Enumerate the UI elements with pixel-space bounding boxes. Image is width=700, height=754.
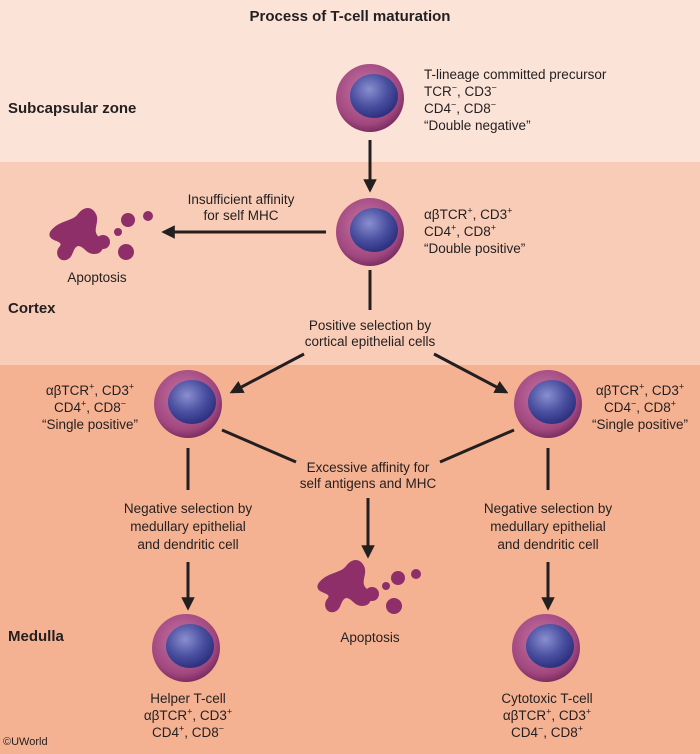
cytotoxic-t-cell	[512, 614, 580, 682]
medulla-zone-band	[0, 365, 700, 754]
double-positive-cell	[336, 198, 404, 266]
helper-t-cell-label: Helper T-cell αβTCR+, CD3+ CD4+, CD8−	[143, 691, 233, 740]
zone-label-subcapsular: Subcapsular zone	[8, 100, 137, 117]
double-positive-label: αβTCR+, CD3+ CD4+, CD8+ “Double positive…	[424, 205, 526, 256]
negative-selection-right-label: Negative selection by medullary epitheli…	[483, 501, 613, 552]
line-cd4-to-excessive	[221, 428, 297, 464]
zone-label-cortex: Cortex	[8, 300, 56, 317]
excessive-affinity-label: Excessive affinity for self antigens and…	[299, 460, 437, 491]
single-positive-cd4-label: αβTCR+, CD3+ CD4+, CD8− “Single positive…	[41, 381, 139, 432]
negative-selection-left-label: Negative selection by medullary epitheli…	[123, 501, 253, 552]
apoptosis-top-label: Apoptosis	[67, 270, 127, 285]
single-positive-cd4-cell	[154, 370, 222, 438]
helper-t-cell	[152, 614, 220, 682]
positive-selection-label: Positive selection by cortical epithelia…	[304, 318, 436, 349]
line-cd8-to-excessive	[439, 428, 515, 464]
precursor-cell	[336, 64, 404, 132]
cortex-zone-band	[0, 162, 700, 365]
cytotoxic-t-cell-label: Cytotoxic T-cell αβTCR+, CD3+ CD4−, CD8+	[501, 691, 593, 740]
copyright: ©UWorld	[3, 736, 48, 748]
arrow-to-single-positive-cd4	[229, 352, 305, 394]
zone-label-medulla: Medulla	[8, 628, 64, 645]
apoptotic-fragments-top	[49, 208, 153, 261]
single-positive-cd8-label: αβTCR+, CD3+ CD4−, CD8+ “Single positive…	[591, 381, 689, 432]
single-positive-cd8-cell	[514, 370, 582, 438]
insufficient-affinity-label: Insufficient affinity for self MHC	[187, 192, 295, 223]
precursor-label: T-lineage committed precursor TCR−, CD3−…	[424, 67, 607, 133]
apoptosis-bottom-label: Apoptosis	[340, 630, 400, 645]
arrow-to-single-positive-cd8	[433, 352, 509, 394]
apoptotic-fragments-bottom	[317, 560, 421, 614]
diagram-title: Process of T-cell maturation	[249, 8, 451, 25]
